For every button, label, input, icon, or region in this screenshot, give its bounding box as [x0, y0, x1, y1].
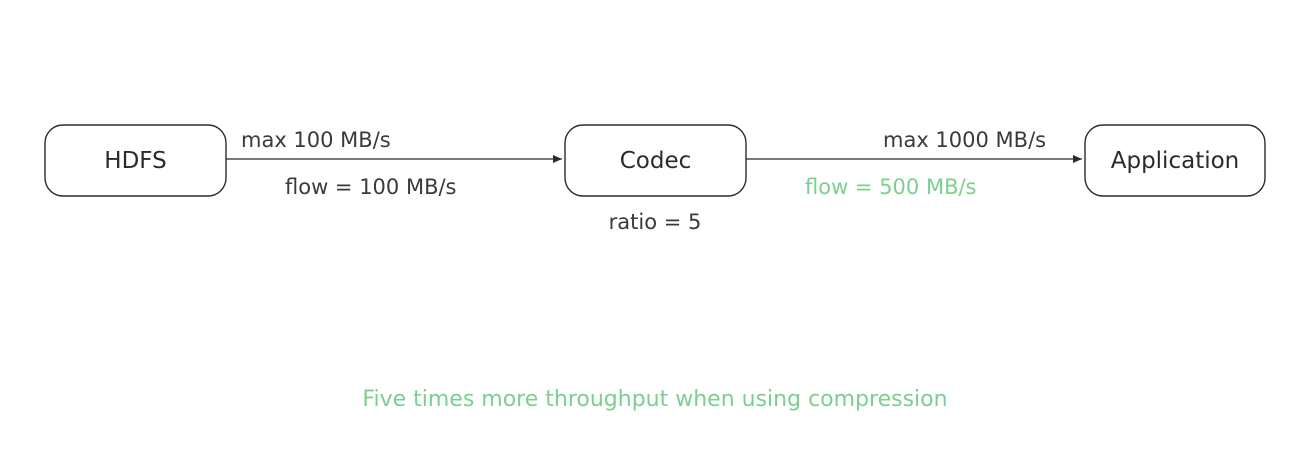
node-hdfs-box [44, 124, 227, 197]
node-hdfs-label: HDFS [104, 148, 166, 174]
edge-hdfs-to-codec: max 100 MB/s flow = 100 MB/s [226, 128, 562, 199]
hdfs-codec-flow-label: flow = 100 MB/s [285, 175, 457, 199]
node-application-box [1084, 124, 1266, 197]
diagram-caption: Five times more throughput when using co… [362, 387, 947, 412]
node-application: Application [1084, 124, 1266, 197]
node-hdfs: HDFS [44, 124, 227, 197]
node-application-label: Application [1111, 148, 1240, 174]
codec-ratio-label: ratio = 5 [609, 210, 702, 234]
codec-application-flow-label: flow = 500 MB/s [805, 175, 977, 199]
edge-codec-to-application: max 1000 MB/s flow = 500 MB/s [746, 128, 1082, 199]
node-codec: Codec ratio = 5 [564, 124, 747, 234]
hdfs-codec-max-label: max 100 MB/s [241, 128, 391, 152]
codec-application-max-label: max 1000 MB/s [883, 128, 1046, 152]
node-codec-label: Codec [620, 148, 692, 174]
node-codec-box [564, 124, 747, 197]
